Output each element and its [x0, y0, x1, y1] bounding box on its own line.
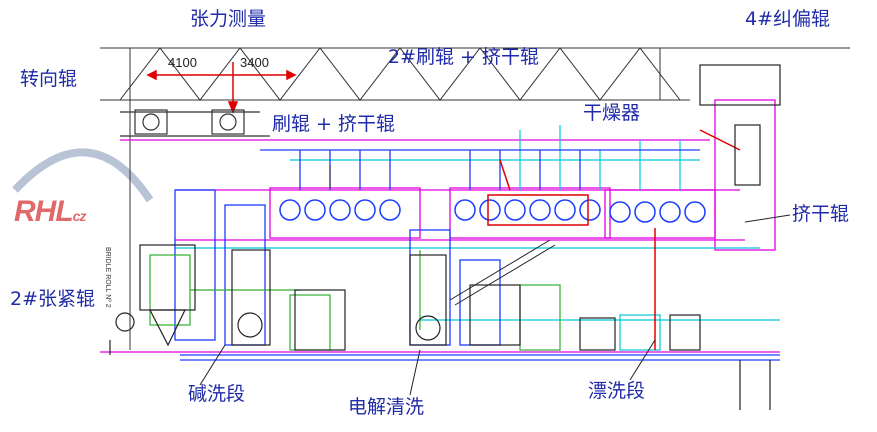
bridle-roll-plate-text: BRIDLE ROLL Nº 2 — [104, 247, 111, 308]
label-tension-measure: 张力测量 — [190, 8, 267, 30]
label-dryer: 干燥器 — [583, 102, 641, 124]
deflector-rolls — [120, 109, 270, 137]
wash-tank-rolls — [279, 129, 741, 350]
green-equipment — [149, 250, 561, 351]
label-alkali-section: 碱洗段 — [188, 383, 246, 405]
label-wringer-roll: 挤干辊 — [792, 203, 850, 225]
structures — [109, 64, 781, 410]
dimension-4100: 4100 — [168, 55, 197, 70]
label-rinse-section: 漂洗段 — [588, 380, 646, 402]
label-deflector-roll: 转向辊 — [20, 68, 78, 90]
logo-arc — [12, 148, 154, 203]
rhl-logo: RHLcz — [14, 195, 86, 228]
label-steering-roll-4: 4#纠偏辊 — [745, 8, 831, 30]
label-brush-squeeze-2: 2#刷辊 + 挤干辊 — [388, 46, 540, 68]
strip-path — [100, 99, 780, 353]
roof-truss — [100, 47, 850, 350]
label-electrolytic-clean: 电解清洗 — [348, 396, 425, 418]
cyan-pipes — [175, 125, 780, 351]
label-bridle-roll-2: 2#张紧辊 — [10, 288, 96, 310]
dimension-3400: 3400 — [240, 55, 269, 70]
leader-lines — [199, 165, 791, 396]
dimension-lines — [146, 62, 297, 115]
blue-pipes — [174, 149, 780, 361]
label-brush-squeeze: 刷辊 + 挤干辊 — [272, 113, 395, 135]
